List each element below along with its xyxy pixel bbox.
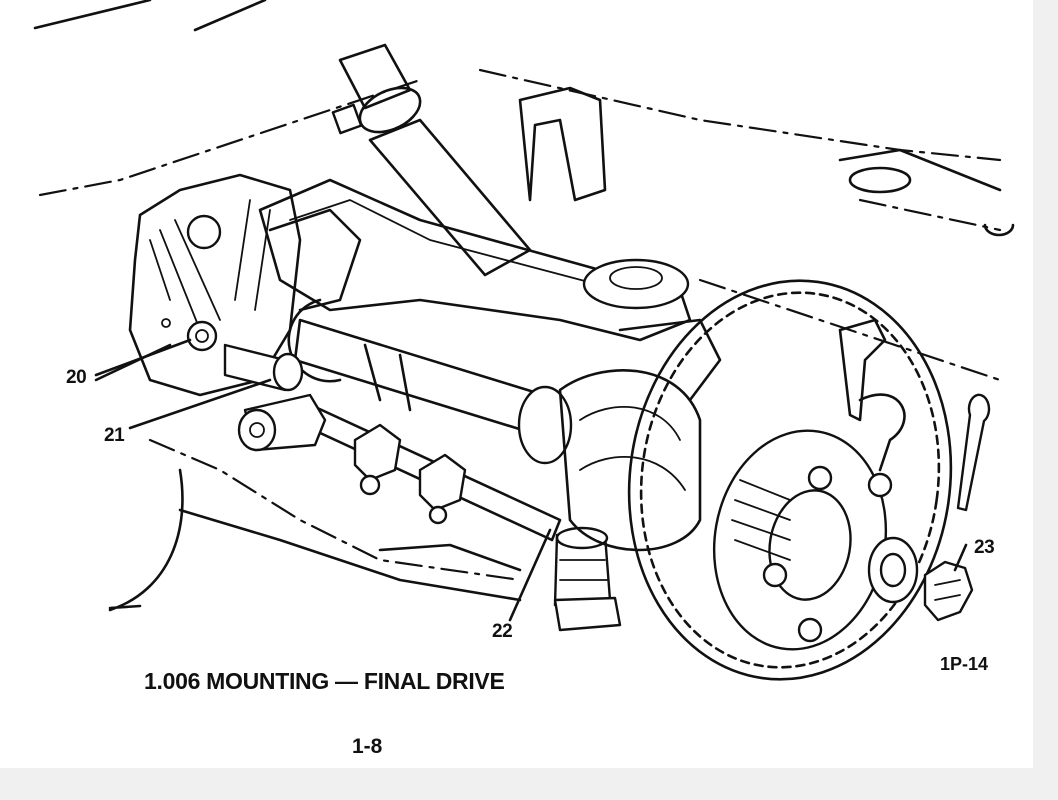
callout-21: 21 bbox=[104, 425, 125, 446]
drive-shaft bbox=[287, 298, 573, 465]
brake-disc bbox=[627, 279, 953, 681]
wheel-stud bbox=[867, 472, 893, 498]
page-number: 1-8 bbox=[352, 735, 383, 758]
mounting-bolt-assembly bbox=[223, 343, 327, 452]
final-drive-mounting-illustration bbox=[33, 0, 1015, 681]
cv-joint-inner bbox=[517, 385, 573, 465]
tie-rod bbox=[290, 398, 562, 542]
tie-rod-clamp-1 bbox=[353, 423, 402, 482]
diagram-sheet: 20 21 22 23 1P-14 1.006 MOUNTING — FINAL… bbox=[0, 0, 1033, 768]
hub-center bbox=[768, 489, 852, 601]
tie-rod-clamp-2 bbox=[418, 453, 467, 512]
figure-caption: 1.006 MOUNTING — FINAL DRIVE bbox=[144, 668, 505, 694]
final-drive-housing bbox=[128, 173, 362, 397]
ball-joint-cap bbox=[582, 258, 690, 310]
lower-ball-joint bbox=[553, 526, 622, 632]
callout-leader-lines bbox=[94, 338, 968, 622]
upper-mount-stud bbox=[186, 214, 222, 250]
callout-23: 23 bbox=[974, 537, 995, 558]
upper-control-arm bbox=[258, 178, 692, 342]
cotter-pin bbox=[956, 393, 991, 512]
caliper-bracket bbox=[838, 318, 887, 422]
shock-absorber bbox=[331, 43, 607, 277]
lower-mount-stud bbox=[186, 320, 218, 352]
wheel-stud bbox=[797, 617, 823, 643]
callout-20: 20 bbox=[66, 367, 87, 388]
axle-nut-assembly bbox=[867, 393, 991, 622]
castle-nut bbox=[923, 560, 974, 622]
figure-code: 1P-14 bbox=[940, 654, 989, 674]
callout-22: 22 bbox=[492, 621, 513, 642]
wheel-stud bbox=[762, 562, 788, 588]
subframe-outline bbox=[108, 438, 522, 612]
wheel-stud bbox=[807, 465, 833, 491]
hub-carrier bbox=[558, 318, 722, 552]
